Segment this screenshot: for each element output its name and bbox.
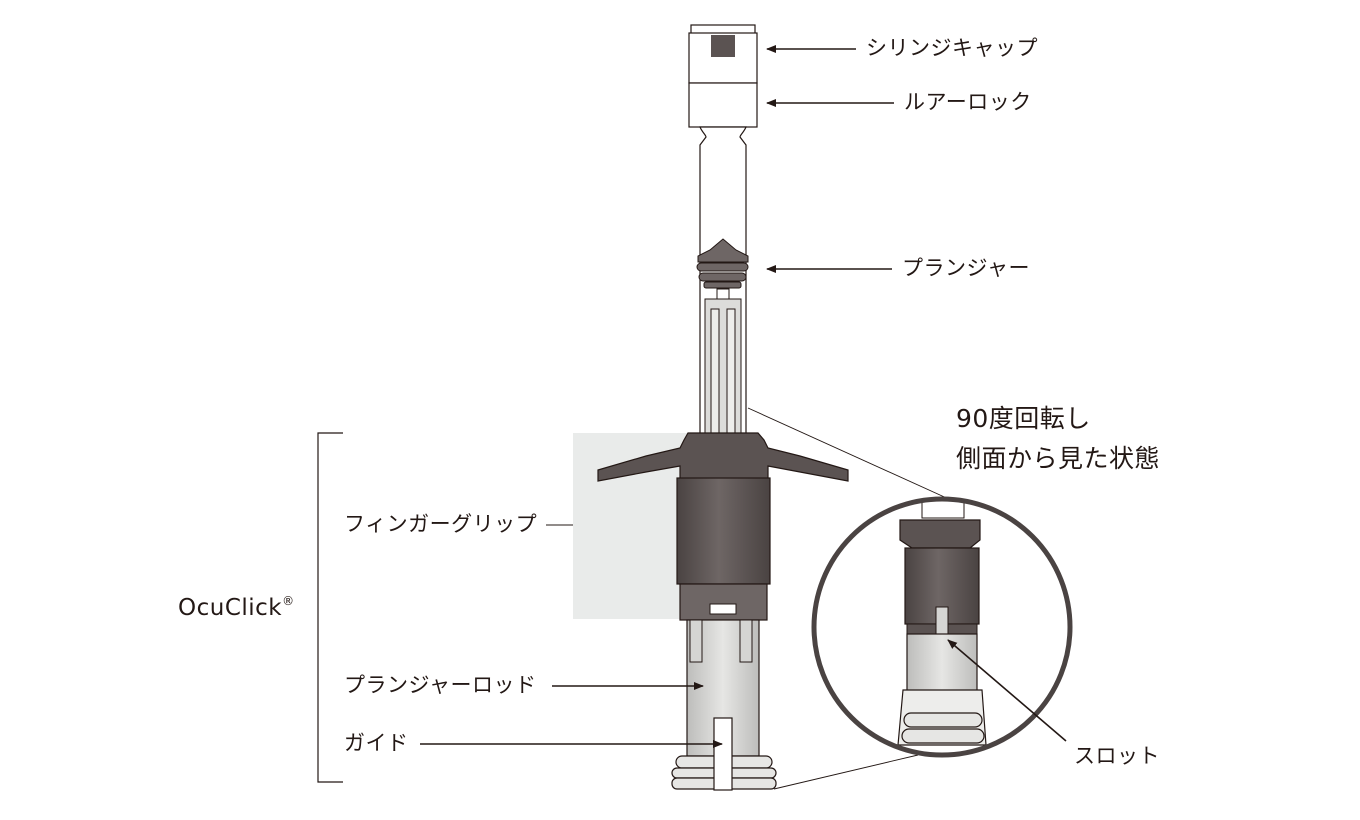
plunger-stopper bbox=[696, 238, 749, 300]
label-slot: スロット bbox=[1074, 744, 1160, 768]
label-finger-grip: フィンガーグリップ bbox=[344, 512, 538, 536]
guide bbox=[713, 717, 733, 791]
syringe-cap bbox=[688, 24, 758, 84]
zoom-line-top bbox=[747, 407, 963, 506]
luer-lock bbox=[688, 82, 758, 128]
label-ocuclick: OcuClick® bbox=[178, 594, 295, 621]
label-luer-lock: ルアーロック bbox=[904, 90, 1032, 114]
plunger-stem bbox=[704, 298, 742, 436]
finger-grip bbox=[597, 432, 849, 621]
zoom-line-bottom bbox=[773, 754, 919, 790]
registered-mark: ® bbox=[282, 594, 295, 608]
ocuclick-bracket bbox=[317, 432, 343, 783]
label-rotation-line1: 90度回転し bbox=[956, 404, 1091, 433]
label-guide: ガイド bbox=[344, 731, 409, 755]
leader-slot bbox=[947, 639, 1067, 742]
label-rotation-line2: 側面から見た状態 bbox=[956, 444, 1161, 473]
detail-circle-border bbox=[811, 496, 1073, 758]
label-syringe-cap: シリンジキャップ bbox=[866, 36, 1038, 60]
ocuclick-name: OcuClick bbox=[178, 595, 283, 621]
rotated-detail-view bbox=[811, 496, 1073, 758]
label-plunger: プランジャー bbox=[902, 256, 1030, 280]
label-plunger-rod: プランジャーロッド bbox=[344, 673, 537, 697]
